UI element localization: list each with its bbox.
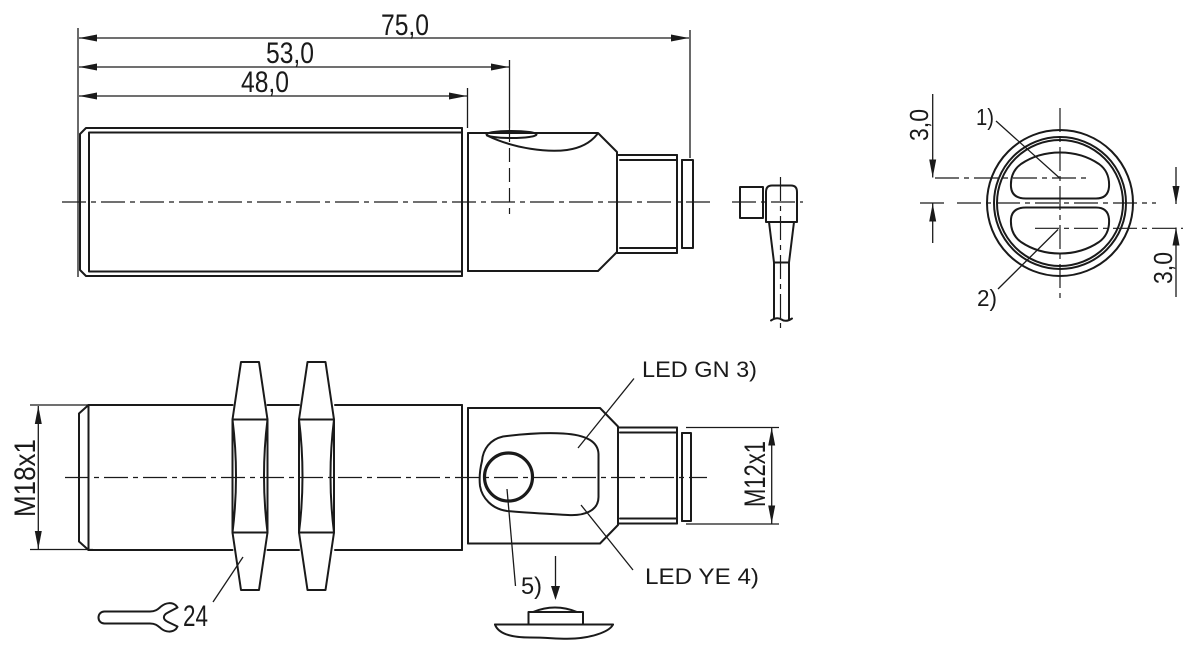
wrench-icon <box>97 602 179 633</box>
arrowhead <box>449 92 467 100</box>
optical-window-top <box>1009 151 1111 200</box>
leader-ref5 <box>506 488 517 587</box>
connector-plug-side <box>616 154 694 254</box>
arrowhead <box>1172 186 1180 204</box>
led-window-shape <box>478 432 600 517</box>
inner-circle <box>996 139 1124 267</box>
callout-ref2: 2) <box>977 285 997 311</box>
arrowhead <box>79 63 97 71</box>
mounting-view: M18x1 <box>9 357 779 640</box>
cable <box>773 261 790 321</box>
arrowhead <box>79 34 97 42</box>
arrowhead <box>768 427 776 446</box>
dim-text-thread-length: 48,0 <box>241 66 289 99</box>
optical-window-bottom <box>1009 206 1111 255</box>
arrowhead <box>491 63 509 71</box>
cable-connector <box>732 177 803 329</box>
dim-text-overall-length: 75,0 <box>381 9 429 42</box>
arrowhead <box>768 505 776 524</box>
hex-nut-2 <box>298 361 335 591</box>
threaded-barrel <box>78 404 469 551</box>
dim-text-wrench-size: 24 <box>183 600 208 633</box>
dim-text-housing-length: 53,0 <box>266 37 314 70</box>
callout-ref1: 1) <box>976 104 994 130</box>
leader-ref1 <box>995 120 1060 178</box>
window-sweep-line <box>486 133 598 152</box>
callout-led-yellow: LED YE 4) <box>645 564 759 589</box>
leader-led-green <box>577 378 635 449</box>
dim-text-offset-bottom: 3,0 <box>1148 252 1178 284</box>
arrowhead <box>671 34 689 42</box>
strain-relief <box>768 221 795 264</box>
arrowhead <box>34 531 42 549</box>
callout-ref5: 5) <box>521 573 542 600</box>
arrowhead <box>929 203 937 222</box>
lens-window-edge <box>485 130 538 139</box>
dim-offset-bottom: 3,0 <box>1148 167 1180 297</box>
arrowhead <box>929 159 937 178</box>
rear-housing-outline <box>467 130 618 272</box>
arrowhead <box>79 92 97 100</box>
dim-text-m12: M12x1 <box>739 441 772 507</box>
middle-circle <box>993 136 1127 270</box>
side-view: 75,0 53,0 48,0 <box>62 9 712 277</box>
connector-plug-2 <box>617 426 692 525</box>
dim-m12: M12x1 <box>686 426 779 525</box>
hex-nut-1 <box>231 361 269 591</box>
connector-body <box>765 184 798 223</box>
leader-ref2 <box>997 229 1059 290</box>
barrel-outline <box>79 127 469 277</box>
coupling-nut <box>739 186 764 219</box>
press-direction-arrow <box>551 556 560 600</box>
outer-circle <box>986 129 1134 277</box>
dim-text-m18: M18x1 <box>9 439 42 517</box>
arrowhead <box>1172 227 1180 246</box>
callout-led-green: LED GN 3) <box>642 357 757 382</box>
cable-break-line <box>770 317 793 322</box>
front-view: 3,0 3,0 1) 2) <box>904 94 1183 311</box>
arrowhead <box>34 406 42 424</box>
leader-led-yellow <box>580 504 634 571</box>
dim-text-offset-top: 3,0 <box>904 109 934 141</box>
leader-wrench <box>212 556 244 603</box>
button-detail <box>494 606 614 640</box>
dim-m18: M18x1 <box>9 404 93 551</box>
dim-offset-top: 3,0 <box>904 94 937 243</box>
